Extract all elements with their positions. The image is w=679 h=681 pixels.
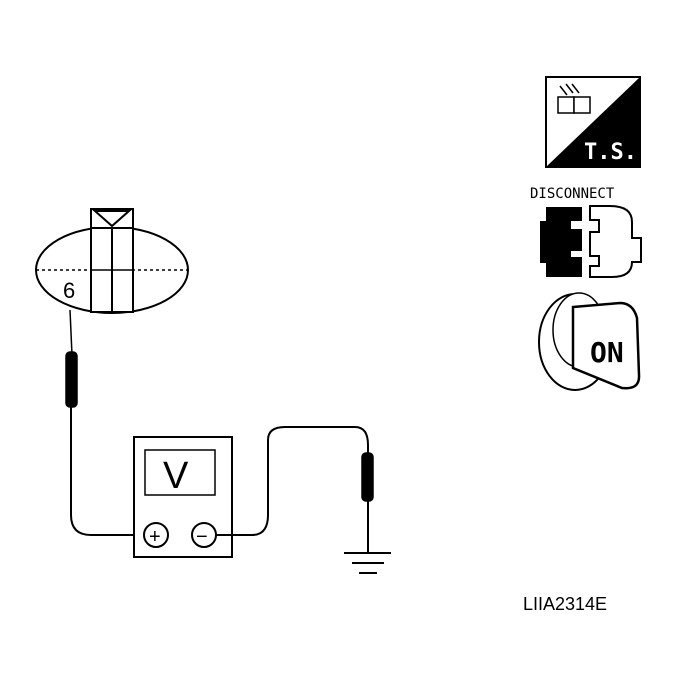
tech-service-label: T.S.: [584, 140, 637, 165]
voltmeter: [133, 436, 233, 558]
disconnect-label: DISCONNECT: [530, 186, 615, 202]
tech-service-icon: [545, 76, 641, 168]
connector-pin-label: 6: [63, 278, 75, 303]
ground-symbol: [344, 552, 391, 574]
disconnect-connector-icon: [540, 205, 642, 278]
meter-display: V: [163, 455, 189, 497]
harness-connector: [35, 208, 189, 314]
meter-negative-terminal: −: [196, 526, 208, 548]
connector-pair-icon: [557, 83, 591, 114]
ignition-on-label: ON: [590, 336, 624, 369]
positive-probe: [65, 309, 140, 536]
meter-positive-terminal: +: [149, 526, 161, 548]
negative-probe: [216, 426, 374, 553]
figure-code: LIIA2314E: [523, 594, 607, 614]
ignition-switch-icon: [538, 292, 641, 391]
